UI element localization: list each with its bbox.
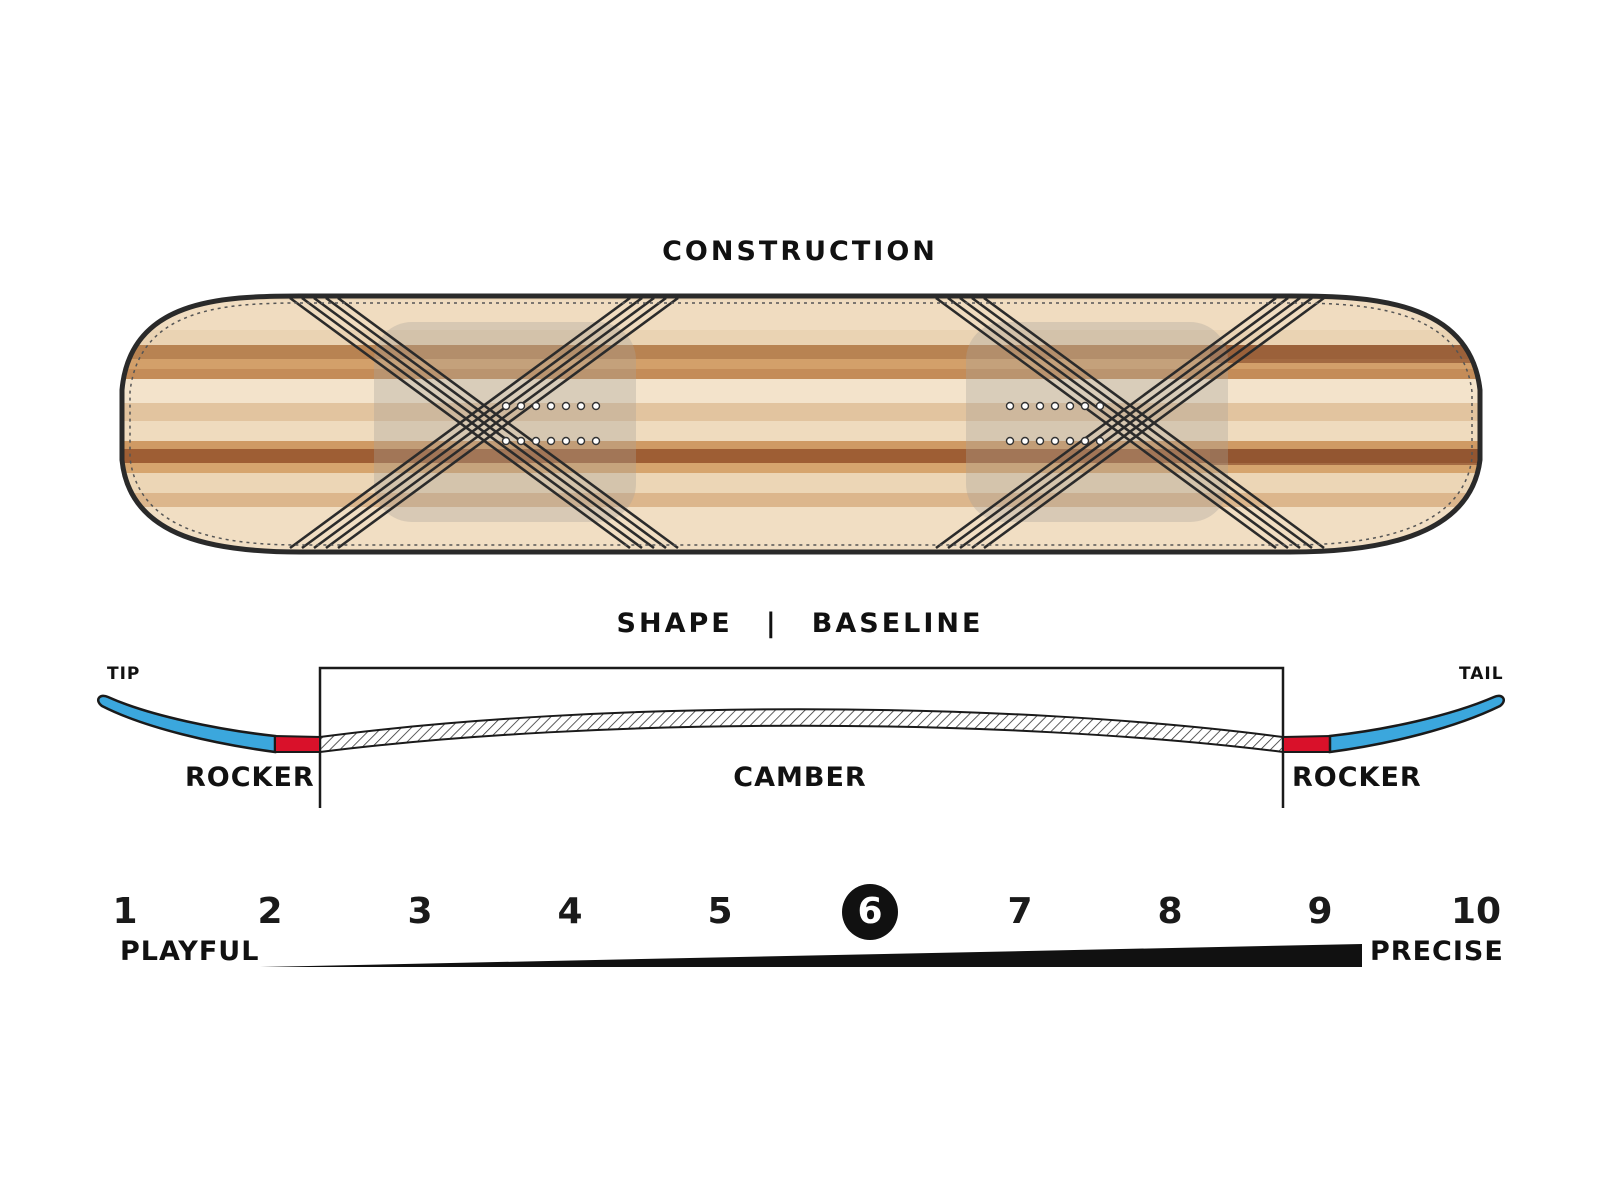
camber-label: CAMBER [733,762,867,793]
rocker-left-label: ROCKER [185,762,315,793]
camber-profile [319,708,1284,754]
wood-stripe [122,493,1480,507]
binding-pad-rear [966,322,1228,522]
rocker-right-label: ROCKER [1292,762,1422,793]
scale-number-1: 1 [112,891,138,932]
profile-title-shape: SHAPE [616,608,733,639]
inserts-front [501,401,601,446]
scale-number-6-selected: 6 [842,884,898,940]
precise-label: PRECISE [1370,936,1504,967]
carbon-x-rear [935,296,1325,550]
inserts-rear [1005,401,1105,446]
profile-title-divider: | [765,608,779,639]
board-sidewall [129,302,1473,546]
wood-stripe [122,345,1480,359]
wood-stripe [122,421,1480,441]
carbon-x-front [289,296,679,550]
wood-stripe [122,449,1480,463]
tip-label: TIP [107,664,141,684]
board-outline [119,293,1483,555]
scale-number-7: 7 [1007,891,1033,932]
profile-title: SHAPE | BASELINE [0,608,1600,639]
board-core [122,296,1480,552]
wood-stripe [122,463,1480,473]
wood-stripe [122,441,1480,449]
scale-number-3: 3 [407,891,433,932]
tip-rocker [97,694,277,754]
construction-title: CONSTRUCTION [662,236,938,267]
scale-number-2: 2 [257,891,283,932]
wood-stripe [1210,449,1480,465]
wood-stripe [122,359,1480,369]
scale-number-4: 4 [557,891,583,932]
scale-number-8: 8 [1157,891,1183,932]
wood-stripe [122,379,1480,403]
wood-stripe [122,473,1480,493]
scale-number-9: 9 [1307,891,1333,932]
wood-stripe [1210,345,1480,363]
scale-number-5: 5 [707,891,733,932]
flex-wedge [260,944,1362,967]
wood-stripe [122,403,1480,421]
tip-transition [274,734,321,753]
playful-label: PLAYFUL [120,936,260,967]
tail-label: TAIL [1459,664,1504,684]
profile-title-baseline: BASELINE [811,608,984,639]
tail-transition [1282,734,1331,753]
scale-number-10: 10 [1450,891,1502,932]
wood-stripe [122,369,1480,379]
tail-rocker [1328,694,1505,754]
